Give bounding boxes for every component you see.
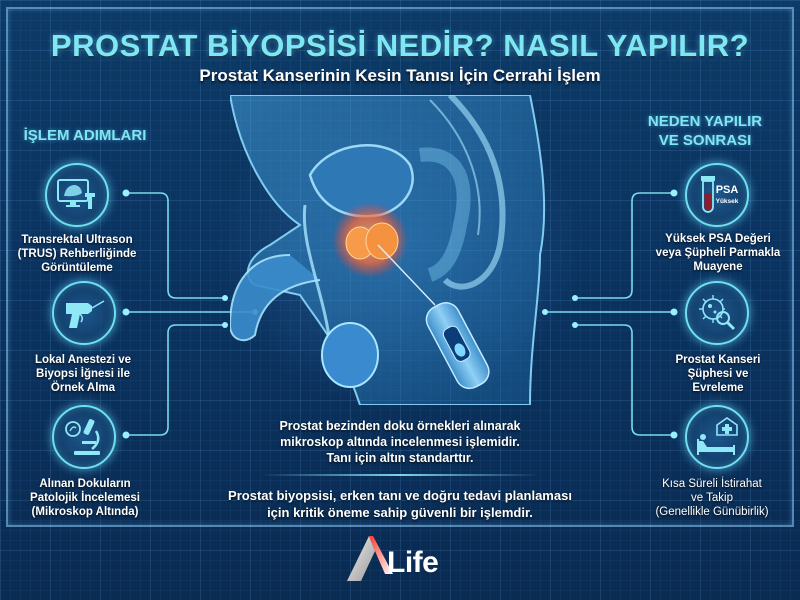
reason-1-icon-circle: PSA Yüksek — [685, 163, 749, 227]
step-3-label: Alınan Dokuların Patolojik İncelemesi (M… — [30, 478, 140, 518]
ultrasound-monitor-icon — [57, 179, 95, 209]
left-panel-heading: İŞLEM ADIMLARI — [23, 127, 147, 144]
summary-text: Prostat biyopsisi, erken tanı ve doğru t… — [228, 488, 572, 520]
page-title: PROSTAT BİYOPSİSİ NEDİR? NASIL YAPILIR? — [50, 28, 750, 63]
blood-tube-icon: PSA Yüksek — [701, 176, 739, 213]
reason-2-label: Prostat Kanseri Şüphesi ve Evreleme — [675, 354, 761, 394]
step-2-label: Lokal Anestezi ve Biyopsi İğnesi ile Örn… — [34, 354, 132, 394]
reason-3-icon-circle — [685, 405, 749, 469]
reason-1-label: Yüksek PSA Değeri veya Şüpheli Parmakla … — [655, 233, 781, 273]
svg-text:PSA: PSA — [716, 184, 739, 196]
microscope-icon — [65, 419, 100, 455]
step-2-icon-circle — [52, 281, 116, 345]
patient-bed-hospital-icon — [697, 417, 738, 455]
reason-2-icon-circle — [685, 281, 749, 345]
right-panel-heading: NEDEN YAPILIR VE SONRASI — [647, 113, 763, 149]
center-divider — [260, 474, 540, 476]
step-3-icon-circle — [52, 405, 116, 469]
reason-3-label: Kısa Süreli İstirahat ve Takip (Genellik… — [655, 478, 769, 518]
svg-text:Yüksek: Yüksek — [716, 198, 739, 205]
logo-mark-icon — [347, 536, 393, 581]
cancer-cell-magnifier-icon — [699, 295, 736, 331]
logo-text: Life — [387, 546, 439, 579]
page-subtitle: Prostat Kanserinin Kesin Tanısı İçin Cer… — [199, 66, 601, 85]
content-frame — [6, 7, 794, 527]
definition-text: Prostat bezinden doku örnekleri alınarak… — [279, 419, 521, 465]
biopsy-gun-icon — [66, 300, 105, 328]
step-1-label: Transrektal Ultrason (TRUS) Rehberliğind… — [17, 234, 137, 274]
prostate-biopsy-anatomy-illustration — [230, 95, 546, 405]
step-1-icon-circle — [45, 163, 109, 227]
brand-logo: Life — [343, 532, 463, 584]
